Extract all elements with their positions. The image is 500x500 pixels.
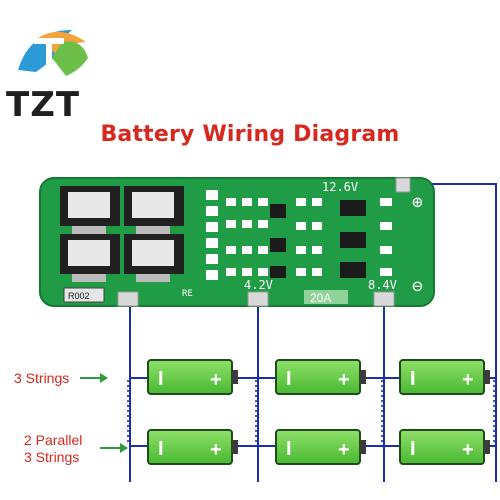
- label-8-4v: 8.4V: [368, 278, 397, 292]
- battery-cell: [275, 429, 366, 465]
- cell-neg-mark: I: [158, 368, 164, 390]
- cell-pos-mark: +: [210, 369, 222, 391]
- battery-cells: [147, 359, 490, 465]
- cell-pos-mark: +: [462, 369, 474, 391]
- battery-cell: [399, 429, 490, 465]
- cell-neg-mark: I: [410, 368, 416, 390]
- cell-neg-mark: I: [158, 438, 164, 460]
- ic-chips: [270, 200, 366, 278]
- cell-pos-mark: +: [462, 439, 474, 461]
- minus-terminal-icon: ⊖: [412, 276, 423, 297]
- cell-pos-mark: +: [338, 369, 350, 391]
- cell-neg-mark: I: [286, 438, 292, 460]
- board-model-label: 20A: [310, 291, 331, 305]
- cell-neg-mark: I: [286, 368, 292, 390]
- cell-pos-mark: +: [210, 439, 222, 461]
- smd-components: [206, 190, 392, 280]
- row-label-2-parallel: 2 Parallel 3 Strings: [24, 432, 83, 465]
- bms-board: [39, 177, 435, 307]
- plus-terminal-icon: ⊕: [412, 192, 423, 213]
- arrow-icon-row2: [100, 443, 128, 453]
- cell-pos-mark: +: [338, 439, 350, 461]
- brand-name: TZT: [6, 85, 81, 125]
- shunt-resistor: [63, 287, 105, 303]
- solder-pads: [117, 177, 411, 307]
- model-plate: [304, 290, 348, 304]
- label-12-6v: 12.6V: [322, 180, 358, 194]
- label-4-2v: 4.2V: [244, 278, 273, 292]
- battery-cell: [399, 359, 490, 395]
- mosfet-chips: [60, 186, 184, 282]
- parallel-links: [127, 380, 495, 444]
- battery-cell: [147, 429, 238, 465]
- row-label-3-strings: 3 Strings: [14, 370, 70, 386]
- diagram-title: Battery Wiring Diagram: [100, 122, 400, 147]
- resistor-label: R002: [68, 291, 90, 301]
- arrow-icon-row1: [80, 373, 108, 383]
- cell-neg-mark: I: [410, 438, 416, 460]
- battery-cell: [147, 359, 238, 395]
- wiring: [129, 183, 497, 482]
- battery-cell: [275, 359, 366, 395]
- tzt-logo-icon: [18, 30, 88, 76]
- label-re: RE: [182, 289, 193, 299]
